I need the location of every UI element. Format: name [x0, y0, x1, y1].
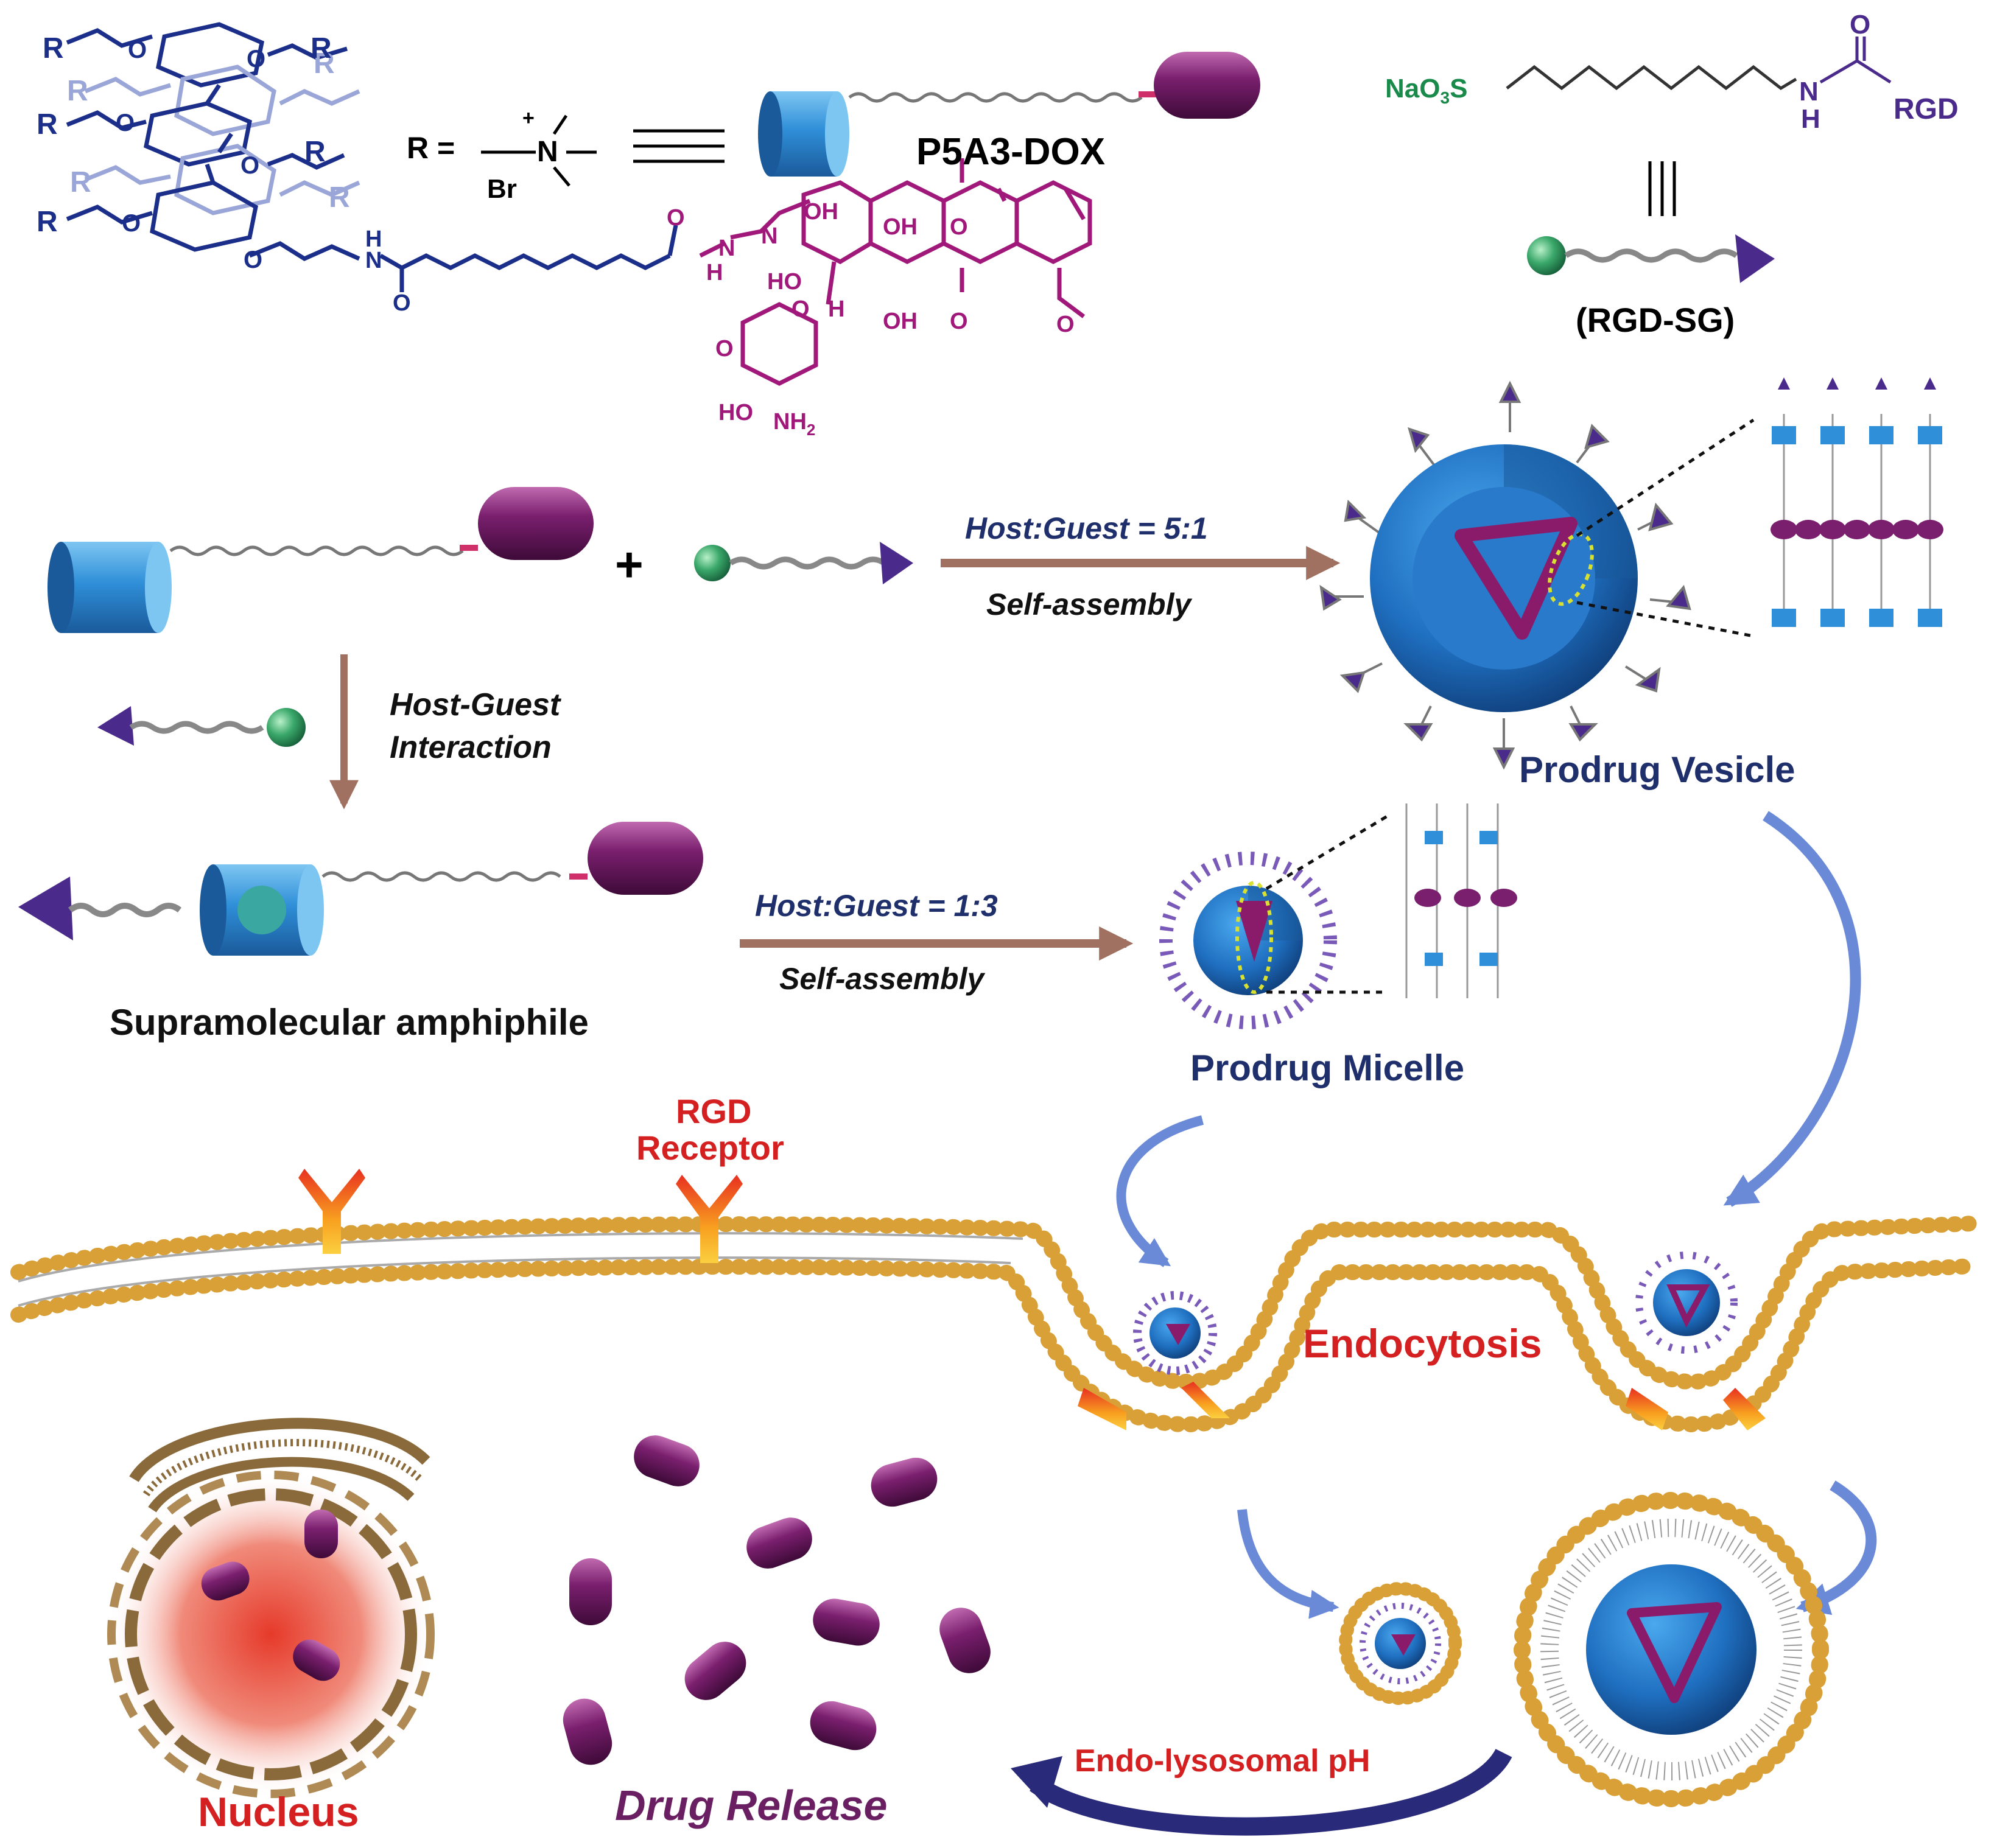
drug-release-label: Drug Release: [615, 1782, 887, 1829]
nucleus-label: Nucleus: [198, 1789, 359, 1835]
p5a3-dox-label: P5A3-DOX: [916, 131, 1105, 173]
self-assembly-label: Self-assembly: [986, 587, 1192, 621]
oxygen-atom: O: [128, 37, 147, 63]
rgd-group-label: RGD: [1893, 93, 1959, 125]
sugar-nh2: NH2: [773, 409, 815, 439]
micelle-layer-inset: [1405, 803, 1517, 998]
nucleus: [107, 1418, 435, 1799]
sulfonate-group: NaO3S: [1385, 74, 1467, 107]
rgd-equivalence-sign: [1648, 161, 1676, 216]
r-group-label-9: R: [37, 206, 58, 238]
carbonyl-o: O: [393, 290, 411, 316]
hydrazone-n-2: N: [761, 223, 777, 249]
r-equals-label: R =: [407, 131, 455, 165]
prodrug-vesicle: [1319, 380, 1755, 770]
oxygen-atom-4: O: [240, 152, 259, 179]
pillararene-structure: [66, 22, 678, 292]
r-group-label-6: R: [304, 136, 326, 168]
hydrazone-n: N: [718, 236, 735, 261]
hydroxyl-oh-3: OH: [883, 309, 918, 334]
supramolecular-amphiphile-icon: [18, 822, 703, 956]
rgd-sg-icon: [1527, 234, 1775, 283]
alkyl-chain: [1506, 65, 1797, 91]
hydrazone-h: H: [706, 260, 723, 285]
amide-h: H: [365, 226, 382, 252]
vesicle-endosome-arrow: [1795, 1480, 1877, 1615]
guest-icon-reversed: [97, 706, 306, 747]
supramolecular-amphiphile-label: Supramolecular amphiphile: [110, 1002, 589, 1043]
plus-sign: +: [615, 537, 644, 592]
host-amphiphile-icon: [47, 487, 594, 633]
prodrug-micelle: [1159, 814, 1389, 1029]
r-group-label-5: R: [37, 108, 58, 141]
endo-lysosomal-arrowhead: [1011, 1756, 1062, 1808]
rgd-receptor-label-2: Receptor: [636, 1129, 784, 1167]
carbonyl-o-2: O: [667, 205, 685, 231]
quinone-o: O: [950, 214, 968, 240]
endo-lysosomal-ph-label: Endo-lysosomal pH: [1075, 1743, 1370, 1779]
r-group-label-3: R: [311, 32, 332, 65]
oxygen-atom-2: O: [247, 46, 265, 72]
ammonium-plus: +: [522, 107, 535, 130]
host-guest-ratio-5-1: Host:Guest = 5:1: [965, 511, 1208, 545]
host-guest-interaction-label-1: Host-Guest: [390, 687, 562, 723]
r-group-label-2: R: [314, 47, 335, 80]
guest-icon: [694, 542, 913, 584]
host-guest-interaction-label-2: Interaction: [390, 730, 552, 765]
ring-o: O: [791, 296, 810, 322]
rgd-receptor-icon: [298, 1169, 1766, 1430]
ring-h: H: [828, 296, 844, 322]
micelle-in-pit: [1133, 1291, 1217, 1375]
rgd-sg-label: (RGD-SG): [1576, 301, 1735, 339]
micelle-to-cell-arrow: [1116, 1115, 1204, 1267]
methoxy-o: O: [1056, 312, 1075, 337]
sugar-o: O: [715, 336, 734, 362]
vesicle-bilayer-inset: [1771, 377, 1943, 627]
sugar-ho: HO: [718, 400, 753, 425]
micelle-endosome: [1339, 1582, 1462, 1705]
hydroxyl-oh-2: OH: [883, 214, 918, 240]
rgd-carbonyl: [1819, 37, 1892, 84]
ammonium-n: N: [537, 136, 558, 168]
host-guest-ratio-1-3: Host:Guest = 1:3: [755, 889, 998, 923]
r-group-label: R: [43, 32, 64, 65]
rgd-amide-h: H: [1801, 104, 1820, 134]
oxygen-atom-6: O: [244, 247, 262, 273]
oxygen-atom-3: O: [116, 110, 135, 136]
vesicle-to-cell-arrow: [1723, 811, 1861, 1207]
bromide-ion: Br: [487, 174, 517, 204]
r-group-label-8: R: [329, 181, 350, 214]
ammonium-group: [481, 114, 597, 187]
rgd-amide-n: N: [1799, 77, 1819, 107]
r-group-label-4: R: [67, 75, 88, 107]
dox-structure: [699, 158, 1092, 386]
r-group-label-7: R: [70, 166, 91, 198]
amide-n: N: [365, 248, 382, 273]
self-assembly-label-2: Self-assembly: [779, 962, 985, 996]
equivalence-sign: [633, 129, 725, 163]
vesicle-in-pit: [1635, 1251, 1738, 1354]
released-drug: [563, 1435, 991, 1765]
prodrug-vesicle-label: Prodrug Vesicle: [1519, 749, 1795, 790]
hydroxyl-ho: HO: [767, 269, 802, 295]
quinone-o-2: O: [950, 309, 968, 334]
vesicle-endosome: [1514, 1492, 1829, 1807]
rgd-carbonyl-o: O: [1850, 10, 1870, 40]
oxygen-atom-5: O: [122, 210, 141, 237]
p5a3-dox-icon: [758, 52, 1260, 177]
cell-membrane: [10, 1216, 1981, 1433]
endo-lysosomal-arrow: [1030, 1748, 1512, 1836]
prodrug-micelle-label: Prodrug Micelle: [1190, 1048, 1464, 1088]
rgd-receptor-label-1: RGD: [676, 1092, 751, 1130]
micelle-endosome-arrow: [1237, 1509, 1339, 1619]
hydroxyl-oh: OH: [804, 199, 838, 225]
endocytosis-label: Endocytosis: [1303, 1321, 1542, 1366]
